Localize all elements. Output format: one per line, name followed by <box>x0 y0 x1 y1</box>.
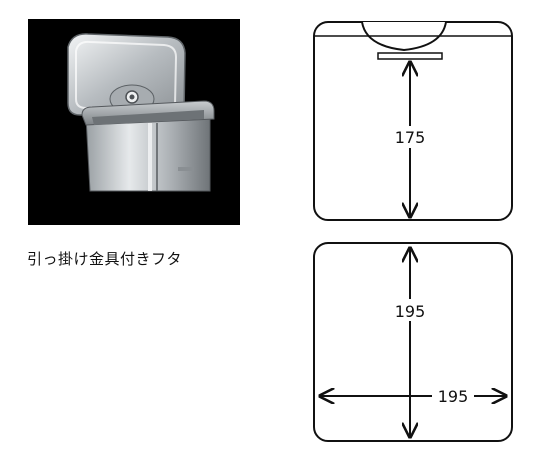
container-illustration <box>67 33 215 192</box>
width-label: 195 <box>438 387 469 406</box>
product-photo <box>28 19 240 225</box>
height-label: 175 <box>395 128 426 147</box>
side-view-outline <box>313 21 513 221</box>
product-caption: 引っ掛け金具付きフタ <box>27 250 183 268</box>
top-view: 195 195 <box>313 242 513 442</box>
hook-plate <box>377 52 443 60</box>
dimension-svg: 175 195 195 <box>313 21 513 442</box>
top-view-outline <box>313 242 513 442</box>
side-view: 175 <box>313 21 513 221</box>
lid-shape <box>67 33 186 116</box>
dimension-drawing: 175 195 195 <box>300 10 530 445</box>
depth-label: 195 <box>395 302 426 321</box>
